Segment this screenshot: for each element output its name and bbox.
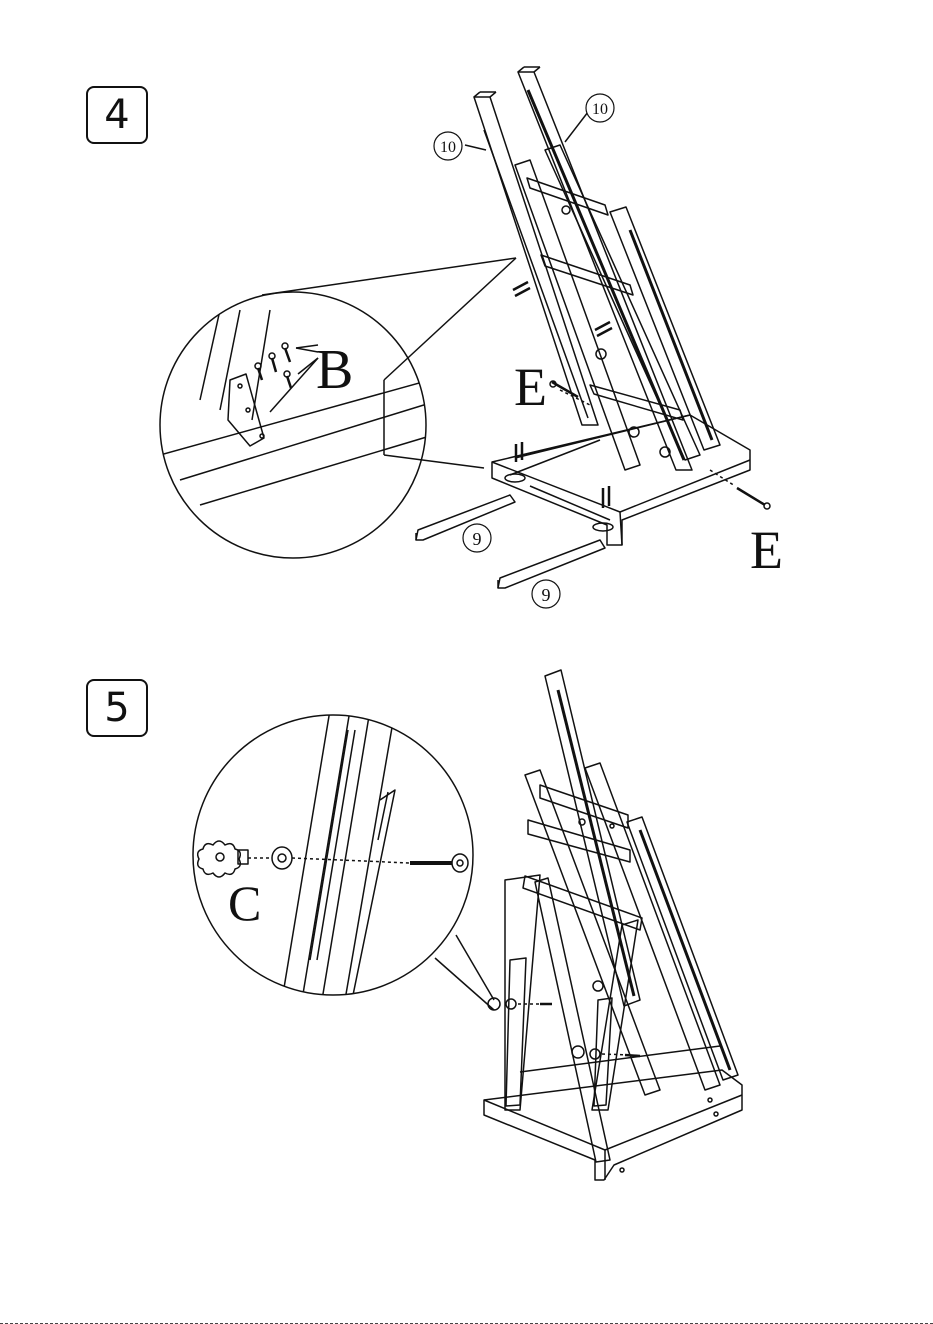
part-label-9-a: 9 bbox=[463, 524, 491, 552]
knob-c-icon bbox=[198, 841, 248, 877]
part-label-10-a-text: 10 bbox=[440, 139, 456, 156]
label-b: B bbox=[316, 339, 353, 401]
step-4-easel-drawing bbox=[416, 67, 770, 588]
part-label-9-b-text: 9 bbox=[542, 585, 551, 605]
part-label-9-b: 9 bbox=[532, 580, 560, 608]
label-c: C bbox=[228, 875, 261, 931]
part-label-10-b: 10 bbox=[586, 94, 614, 122]
step-5-easel-drawing bbox=[484, 670, 742, 1180]
step-5-detail-callout bbox=[193, 710, 494, 1010]
label-e-a: E bbox=[514, 357, 547, 417]
part-label-10-a: 10 bbox=[434, 132, 462, 160]
part-label-9-a-text: 9 bbox=[473, 529, 482, 549]
part-label-10-b-text: 10 bbox=[592, 101, 608, 118]
label-e-b: E bbox=[750, 520, 783, 580]
